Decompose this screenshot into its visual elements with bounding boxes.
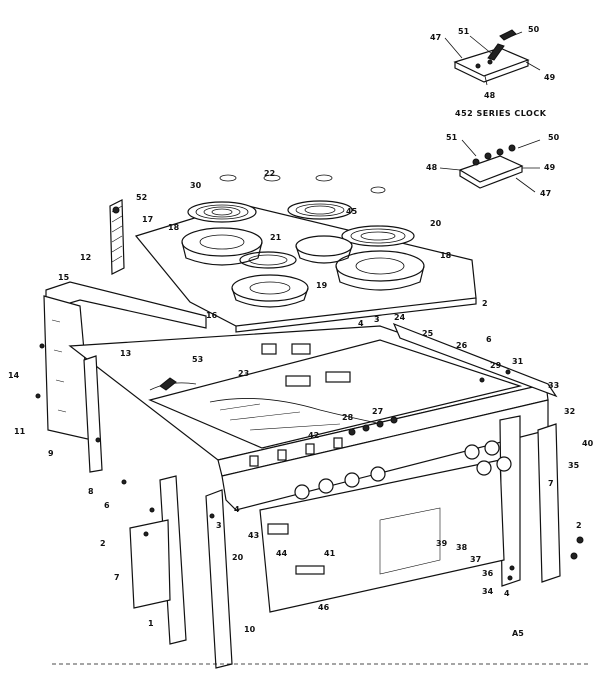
callout: 18: [440, 251, 452, 260]
callout: 2: [100, 539, 106, 548]
callout: 7: [548, 479, 554, 488]
callout: 31: [512, 357, 524, 366]
callout: 44: [276, 549, 288, 558]
callout: 2: [482, 299, 488, 308]
callout: 20: [232, 553, 244, 562]
callout: 34: [482, 587, 494, 596]
page-code: A5: [512, 629, 524, 638]
callout: 33: [548, 381, 559, 390]
callout: 4: [504, 589, 510, 598]
callout: 4: [358, 319, 364, 328]
callout: 4: [234, 505, 240, 514]
callout: 21: [270, 233, 282, 242]
callout: 40: [582, 439, 594, 448]
callout: 6: [486, 335, 492, 344]
callout: 49: [544, 163, 556, 172]
callout: 27: [372, 407, 383, 416]
callout: 3: [216, 521, 222, 530]
callout: 13: [120, 349, 131, 358]
callout: 47: [430, 33, 441, 42]
callout: 8: [88, 487, 94, 496]
callout: 37: [470, 555, 481, 564]
callout: 12: [80, 253, 91, 262]
callout: 10: [244, 625, 256, 634]
callout: 22: [264, 169, 275, 178]
callout: 2: [576, 521, 582, 530]
callout: 3: [374, 315, 380, 324]
callout-labels: 1 2 2 2 3 3 4 4 4 6 6 7 7 8 9 10 11 12 1…: [8, 25, 594, 634]
callout: 50: [528, 25, 540, 34]
callout: 28: [342, 413, 354, 422]
callout: 47: [540, 189, 551, 198]
callout: 1: [148, 619, 154, 628]
callout: 29: [490, 361, 502, 370]
range-body: [43, 281, 561, 669]
clock-assembly-bottom: [439, 139, 541, 193]
callout: 49: [544, 73, 556, 82]
callout: 35: [568, 461, 580, 470]
callout: 41: [324, 549, 336, 558]
callout: 39: [436, 539, 448, 548]
callout: 18: [168, 223, 180, 232]
callout: 24: [394, 313, 406, 322]
callout: 45: [346, 207, 358, 216]
callout: 20: [430, 219, 442, 228]
callout: 23: [238, 369, 249, 378]
clock-series-caption: 452 SERIES CLOCK: [455, 109, 547, 118]
callout: 48: [484, 91, 496, 100]
callout: 53: [192, 355, 203, 364]
callout: 26: [456, 341, 468, 350]
callout: 36: [482, 569, 494, 578]
callout: 43: [248, 531, 259, 540]
callout: 51: [458, 27, 470, 36]
callout: 15: [58, 273, 70, 282]
callout: 51: [446, 133, 458, 142]
callout: 48: [426, 163, 438, 172]
screws: [35, 343, 584, 581]
callout: 42: [308, 431, 319, 440]
callout: 17: [142, 215, 153, 224]
callout: 16: [206, 311, 218, 320]
callout: 14: [8, 371, 20, 380]
callout: 19: [316, 281, 328, 290]
surface-units: [181, 174, 425, 308]
callout: 11: [14, 427, 26, 436]
callout: 50: [548, 133, 560, 142]
callout: 46: [318, 603, 330, 612]
callout: 30: [190, 181, 202, 190]
callout: 25: [422, 329, 434, 338]
callout: 32: [564, 407, 575, 416]
callout: 38: [456, 543, 468, 552]
callout: 52: [136, 193, 147, 202]
callout: 6: [104, 501, 110, 510]
callout: 9: [48, 449, 54, 458]
callout: 7: [114, 573, 120, 582]
wiring-components: [149, 343, 351, 575]
control-knobs: [249, 416, 512, 500]
clock-assembly-top: [444, 29, 541, 86]
lift-bracket: [109, 199, 125, 275]
